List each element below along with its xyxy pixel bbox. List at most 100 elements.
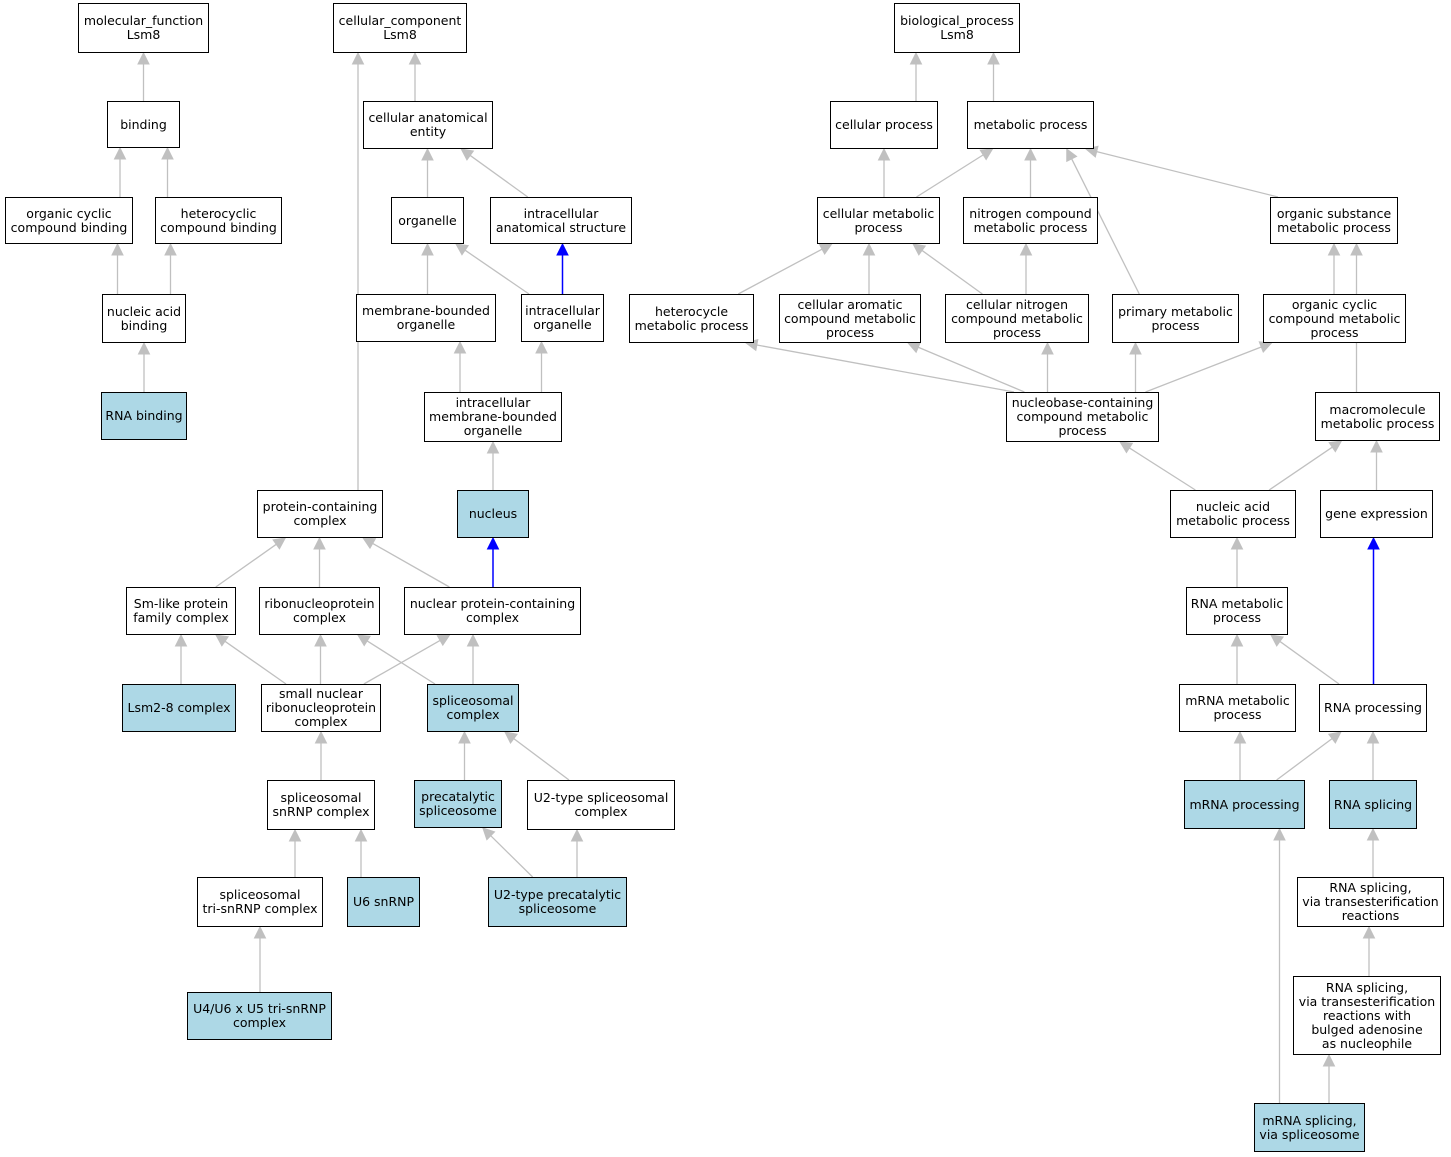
edge-arrowhead-mrnamp-to-rnamp [1230,633,1244,647]
edge-io-to-organelle [464,249,530,295]
node-cellular-metabolic-process[interactable]: cellular metabolic process [817,197,940,244]
edge-nbcmp-to-hmp [756,344,1015,393]
edge-arrowhead-mp-to-bp [987,51,1000,65]
edge-arrowhead-cmp-to-mp [979,148,994,161]
node-binding[interactable]: binding [107,101,180,148]
node-metabolic-process[interactable]: metabolic process [967,101,1094,149]
node-nucleic-acid-metabolic-process[interactable]: nucleic acid metabolic process [1170,490,1296,538]
edge-arrowhead-ssnrnp-to-snrnp [314,730,328,744]
edge-arrowhead-rnp-to-pcc [313,536,326,550]
node-cellular-anatomical-entity[interactable]: cellular anatomical entity [363,101,493,149]
edge-arrowhead-rnasplice-to-rnaproc [1366,730,1380,744]
node-cellular-process[interactable]: cellular process [830,101,938,149]
edge-arrowhead-nbcmp-to-pmp [1129,341,1142,355]
node-organelle[interactable]: organelle [391,197,464,244]
edge-arrowhead-nucleus-to-imbo [486,440,500,454]
node-gene-expression[interactable]: gene expression [1320,490,1433,538]
node-biological-process[interactable]: biological_process Lsm8 [894,3,1020,53]
node-precatalytic-spliceosome[interactable]: precatalytic spliceosome [414,780,502,828]
edge-arrowhead-mrnasplice-to-mrnaproc [1273,827,1286,841]
node-mrna-processing[interactable]: mRNA processing [1184,780,1305,829]
node-nuclear-protein-containing-complex[interactable]: nuclear protein-containing complex [404,587,581,635]
edge-arrowhead-npcc-to-pcc [362,537,377,550]
node-nucleic-acid-binding[interactable]: nucleic acid binding [102,294,186,343]
node-cellular-aromatic-compound-metabolic-process[interactable]: cellular aromatic compound metabolic pro… [779,294,921,343]
edge-snrnp-to-npcc [363,639,441,685]
node-u2-type-spliceosomal-complex[interactable]: U2-type spliceosomal complex [527,780,675,830]
node-lsm2-8-complex[interactable]: Lsm2-8 complex [122,684,236,732]
node-rna-splicing[interactable]: RNA splicing [1329,780,1417,829]
node-mrna-splicing-via-spliceosome[interactable]: mRNA splicing, via spliceosome [1254,1103,1365,1152]
edge-arrowhead-u4u6-to-tri [253,925,267,939]
edge-arrowhead-snrnp-to-npcc [436,634,451,647]
node-cellular-component[interactable]: cellular_component Lsm8 [333,3,467,53]
node-small-nuclear-ribonucleoprotein-complex[interactable]: small nuclear ribonucleoprotein complex [261,684,381,732]
edge-arrowhead-rstb-to-rst [1362,925,1376,939]
edge-arrowhead-nab-to-hcb [164,242,177,256]
edge-namp-to-macmp [1268,446,1333,491]
edge-arrowhead-mrnasplice-to-rstb [1322,1053,1336,1067]
node-u2-type-precatalytic-spliceosome[interactable]: U2-type precatalytic spliceosome [488,877,627,927]
node-nitrogen-compound-metabolic-process[interactable]: nitrogen compound metabolic process [963,197,1098,244]
node-cellular-nitrogen-compound-metabolic-process[interactable]: cellular nitrogen compound metabolic pro… [945,294,1089,343]
edge-arrowhead-rst-to-rnasplice [1366,827,1380,841]
node-nucleobase-containing-compound-metabolic-process[interactable]: nucleobase-containing compound metabolic… [1006,392,1159,442]
node-membrane-bounded-organelle[interactable]: membrane-bounded organelle [356,294,496,342]
node-protein-containing-complex[interactable]: protein-containing complex [257,490,383,538]
node-primary-metabolic-process[interactable]: primary metabolic process [1112,294,1239,343]
node-u4-u6-x-u5-tri-snrnp-complex[interactable]: U4/U6 x U5 tri-snRNP complex [187,992,332,1040]
node-molecular-function[interactable]: molecular_function Lsm8 [78,3,209,53]
edge-ias-to-cae [469,154,529,198]
edge-arrowhead-cacmp-to-cmp [862,242,876,256]
node-u6-snrnp[interactable]: U6 snRNP [347,877,420,927]
node-nucleus[interactable]: nucleus [457,490,529,538]
edge-arrowhead-rnamp-to-namp [1230,536,1244,550]
node-spliceosomal-complex[interactable]: spliceosomal complex [427,684,519,732]
node-sm-like-protein-family-complex[interactable]: Sm-like protein family complex [126,587,236,635]
node-spliceosomal-tri-snrnp-complex[interactable]: spliceosomal tri-snRNP complex [197,877,323,927]
edge-hmp-to-cmp [737,248,823,295]
node-spliceosomal-snrnp-complex[interactable]: spliceosomal snRNP complex [267,780,375,830]
node-macromolecule-metabolic-process[interactable]: macromolecule metabolic process [1315,392,1440,441]
edge-arrowhead-u2pre-to-precat [482,827,496,841]
edge-arrowhead-snrnp-to-smlike [215,634,230,647]
edge-arrowhead-smlike-to-pcc [272,537,287,550]
node-organic-cyclic-compound-metabolic-process[interactable]: organic cyclic compound metabolic proces… [1263,294,1406,343]
node-rna-splicing-via-transesterification-bulged-adenosine[interactable]: RNA splicing, via transesterification re… [1293,976,1441,1055]
node-organic-cyclic-compound-binding[interactable]: organic cyclic compound binding [5,197,133,244]
edge-osmp-to-mp [1096,151,1279,198]
edge-arrowhead-u6-to-ssnrnp [354,828,368,842]
edge-arrowhead-lsm28-to-smlike [174,633,188,647]
edge-rnaproc-to-rnamp [1279,640,1340,685]
edge-arrowhead-occmp-to-osmp [1327,242,1341,256]
node-rna-metabolic-process[interactable]: RNA metabolic process [1186,587,1288,635]
node-mrna-metabolic-process[interactable]: mRNA metabolic process [1179,684,1296,732]
edge-arrowhead-splc-to-rnp [356,634,371,647]
edge-arrowhead-rnaproc-to-ge [1367,536,1380,550]
node-rna-splicing-via-transesterification-reactions[interactable]: RNA splicing, via transesterification re… [1297,877,1444,927]
node-organic-substance-metabolic-process[interactable]: organic substance metabolic process [1270,197,1398,244]
edge-arrowhead-cmp-to-cp [877,147,891,161]
edge-cmp-to-mp [916,154,984,198]
node-ribonucleoprotein-complex[interactable]: ribonucleoprotein complex [259,587,380,635]
node-intracellular-membrane-bounded-organelle[interactable]: intracellular membrane-bounded organelle [424,392,562,442]
edge-arrowhead-hmp-to-cmp [818,243,833,255]
edge-arrowhead-tri-to-ssnrnp [288,828,302,842]
node-rna-processing[interactable]: RNA processing [1319,684,1427,732]
edge-cncmp-to-cmp [921,249,983,295]
edge-arrowhead-binding-to-mf [137,51,150,65]
edge-nbcmp-to-cacmp [918,346,1025,393]
node-heterocyclic-compound-binding[interactable]: heterocyclic compound binding [155,197,282,244]
edge-arrowhead-namp-to-nbcmp [1119,441,1134,454]
edge-npcc-to-pcc [372,542,450,588]
node-heterocycle-metabolic-process[interactable]: heterocycle metabolic process [629,294,754,343]
node-intracellular-organelle[interactable]: intracellular organelle [521,294,604,342]
edge-arrowhead-mrnaproc-to-rnaproc [1327,731,1342,744]
edge-arrowhead-nbcmp-to-occmp [1258,341,1273,354]
node-intracellular-anatomical-structure[interactable]: intracellular anatomical structure [490,197,632,244]
edge-arrowhead-ocb-to-binding [113,146,127,160]
node-rna-binding[interactable]: RNA binding [101,392,187,440]
edge-arrowhead-pmp-to-mp [1066,148,1078,163]
